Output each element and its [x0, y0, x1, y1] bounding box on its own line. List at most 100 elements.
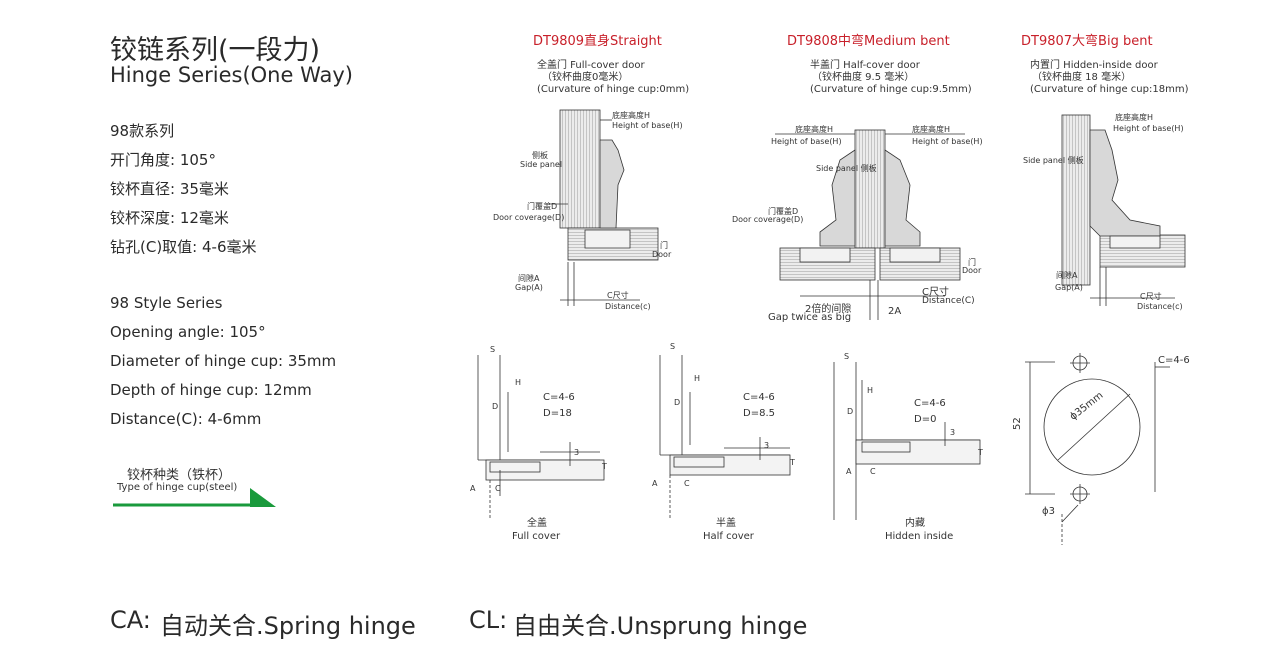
footer-ca-text: 自动关合.Spring hinge	[160, 612, 416, 640]
label-coverage-en: Door coverage(D)	[493, 213, 565, 222]
diagram-label-t: T	[602, 462, 607, 471]
label-side-panel: Side panel 侧板	[1023, 156, 1084, 165]
diagram-c-half: C=4-6	[743, 392, 775, 403]
label-distance-en: Distance(C)	[922, 296, 975, 306]
arrow-icon	[113, 488, 276, 507]
diagram-title-en-full: Full cover	[512, 531, 561, 542]
footer-cl-code: CL:	[469, 606, 508, 634]
spec-distance-en: Distance(C): 4-6mm	[110, 410, 262, 428]
spec-opening-angle-cn: 开门角度: 105°	[110, 151, 216, 169]
hinge-drawing-medium	[775, 129, 965, 320]
diagram-label-t: T	[790, 458, 795, 467]
diagram-label-s: S	[490, 345, 496, 354]
model-curv-cn-medium: （铰杯曲度 9.5 毫米）	[812, 72, 915, 83]
label-door-cn: 门	[660, 241, 668, 250]
model-curv-en-medium: (Curvature of hinge cup:9.5mm)	[810, 84, 972, 95]
label-gap-twice-en: Gap twice as big	[768, 312, 852, 323]
diagram-title-cn-full: 全盖	[527, 518, 547, 529]
cup-screw-label: ϕ3	[1042, 506, 1055, 517]
cup-type-en: Type of hinge cup(steel)	[117, 482, 238, 493]
diagram-d-full: D=18	[543, 408, 572, 419]
label-distance-cn: C尺寸	[922, 287, 949, 298]
diagram-label-t: T	[978, 448, 983, 457]
diagram-label-s: S	[670, 342, 676, 351]
spec-cup-diameter-en: Diameter of hinge cup: 35mm	[110, 352, 337, 370]
diagram-label-a: A	[652, 479, 658, 488]
label-side-panel: Side panel 侧板	[816, 164, 877, 173]
label-gap-cn: 间隙A	[1056, 271, 1078, 280]
footer-ca-code: CA:	[110, 606, 151, 634]
label-coverage-cn: 门覆盖D	[527, 202, 558, 211]
diagram-label-s: S	[844, 352, 850, 361]
diagram-label-h: H	[694, 374, 701, 383]
label-distance-en: Distance(c)	[1137, 302, 1183, 311]
label-door-cn: 门	[968, 258, 976, 267]
label-base-en: Height of base(H)	[1113, 124, 1184, 133]
cup-drawing	[1025, 361, 1170, 545]
model-code-straight: DT9809直身Straight	[533, 34, 662, 49]
screw-hole-bottom-icon	[1070, 484, 1090, 504]
model-door-big: 内置门 Hidden-inside door	[1030, 60, 1158, 71]
hinge-drawing-big	[1061, 114, 1186, 306]
diagram-label-3: 3	[764, 441, 770, 450]
diagram-label-3: 3	[950, 428, 956, 437]
model-door-medium: 半盖门 Half-cover door	[810, 60, 920, 71]
label-coverage-en: Door coverage(D)	[732, 215, 804, 224]
spec-series-cn: 98款系列	[110, 122, 175, 140]
diagram-title-en-half: Half cover	[703, 531, 754, 542]
spec-opening-angle-en: Opening angle: 105°	[110, 323, 266, 341]
diagram-d-hidden: D=0	[914, 414, 937, 425]
label-coverage-cn: 门覆盖D	[768, 207, 799, 216]
label-gap-twice-cn: 2倍的间隙	[805, 304, 852, 315]
diagram-c-hidden: C=4-6	[914, 398, 946, 409]
label-distance-cn: C尺寸	[607, 291, 629, 300]
spec-cup-diameter-cn: 铰杯直径: 35毫米	[110, 180, 229, 198]
cup-c-label: C=4-6	[1158, 355, 1190, 366]
diagram-label-d: D	[492, 402, 499, 411]
spec-series-en: 98 Style Series	[110, 294, 223, 312]
diagram-title-cn-half: 半盖	[716, 518, 736, 529]
diagram-label-h: H	[867, 386, 874, 395]
label-gap-en: Gap(A)	[1055, 283, 1083, 292]
spec-cup-depth-en: Depth of hinge cup: 12mm	[110, 381, 312, 399]
label-base-cn: 底座高度H	[612, 111, 651, 120]
diagram-label-3: 3	[574, 448, 580, 457]
label-side-en: Side panel	[520, 160, 563, 169]
diagram-label-d: D	[847, 407, 854, 416]
label-base-right-en: Height of base(H)	[912, 137, 983, 146]
model-curv-cn-big: （铰杯曲度 18 毫米）	[1032, 72, 1132, 83]
label-base-left-cn: 底座高度H	[795, 125, 834, 134]
label-base-right-cn: 底座高度H	[912, 125, 951, 134]
diagram-label-c: C	[495, 484, 501, 493]
label-base-cn: 底座高度H	[1115, 113, 1154, 122]
cup-type-cn: 铰杯种类（铁杯）	[127, 468, 232, 483]
diagram-d-half: D=8.5	[743, 408, 775, 419]
label-base-left-en: Height of base(H)	[771, 137, 842, 146]
label-door-en: Door	[962, 266, 982, 275]
model-code-big: DT9807大弯Big bent	[1021, 34, 1153, 49]
label-two-a: 2A	[888, 306, 902, 317]
label-door-en: Door	[652, 250, 672, 259]
spec-cup-depth-cn: 铰杯深度: 12毫米	[110, 209, 229, 227]
model-curv-en-straight: (Curvature of hinge cup:0mm)	[537, 84, 690, 95]
diagram-title-en-hidden: Hidden inside	[885, 531, 954, 542]
label-distance-en: Distance(c)	[605, 302, 651, 311]
model-curv-cn-straight: （铰杯曲度0毫米）	[542, 72, 629, 83]
spec-drilling-cn: 钻孔(C)取值: 4-6毫米	[110, 238, 257, 256]
label-base-en: Height of base(H)	[612, 121, 683, 130]
screw-hole-top-icon	[1070, 353, 1090, 373]
hinge-drawing-straight	[549, 109, 659, 306]
diagram-title-cn-hidden: 内藏	[905, 518, 925, 529]
label-gap-cn: 间隙A	[518, 274, 540, 283]
model-curv-en-big: (Curvature of hinge cup:18mm)	[1030, 84, 1189, 95]
label-gap-en: Gap(A)	[515, 283, 543, 292]
cover-diagram-full	[477, 355, 605, 518]
page-title-cn: 铰链系列(一段力)	[110, 35, 321, 66]
label-distance-cn: C尺寸	[1140, 292, 1162, 301]
diagram-label-a: A	[846, 467, 852, 476]
cup-height-label: 52	[1012, 417, 1023, 430]
cover-diagram-half	[659, 355, 791, 518]
diagram-label-c: C	[684, 479, 690, 488]
diagram-label-a: A	[470, 484, 476, 493]
